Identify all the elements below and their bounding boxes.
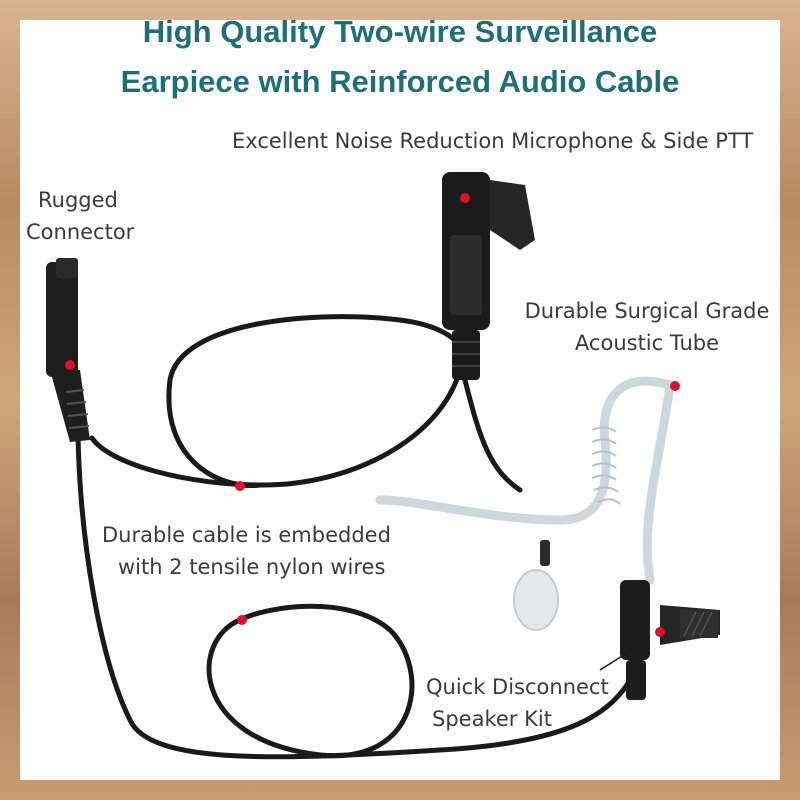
label-cable-line-1: Durable cable is embedded [102, 523, 391, 547]
product-image-card: High Quality Two-wire Surveillance Earpi… [20, 20, 780, 780]
label-tube-line-1: Durable Surgical Grade [524, 299, 770, 323]
acoustic-tube [375, 376, 675, 585]
speaker-leader-line [599, 647, 636, 671]
label-connector-line-2: Connector [26, 220, 135, 244]
rugged-connector [46, 258, 90, 442]
audio-cable [75, 314, 643, 760]
callout-markers [65, 193, 680, 637]
label-connector-line-1: Rugged [38, 188, 118, 212]
coil-rings [591, 426, 621, 505]
speaker-kit [620, 580, 720, 700]
label-cable-line-2: with 2 tensile nylon wires [118, 555, 386, 579]
headline-line-1: High Quality Two-wire Surveillance [142, 20, 658, 49]
headline-line-2: Earpiece with Reinforced Audio Cable [120, 64, 680, 99]
ear-tip [513, 540, 559, 631]
label-tube-line-2: Acoustic Tube [574, 331, 720, 355]
microphone-ptt-unit [442, 172, 535, 380]
label-speaker-line-2: Speaker Kit [432, 707, 552, 731]
label-speaker-line-1: Quick Disconnect [426, 675, 609, 699]
label-mic-ptt: Excellent Noise Reduction Microphone & S… [232, 129, 754, 153]
earpiece-illustration [46, 172, 720, 760]
